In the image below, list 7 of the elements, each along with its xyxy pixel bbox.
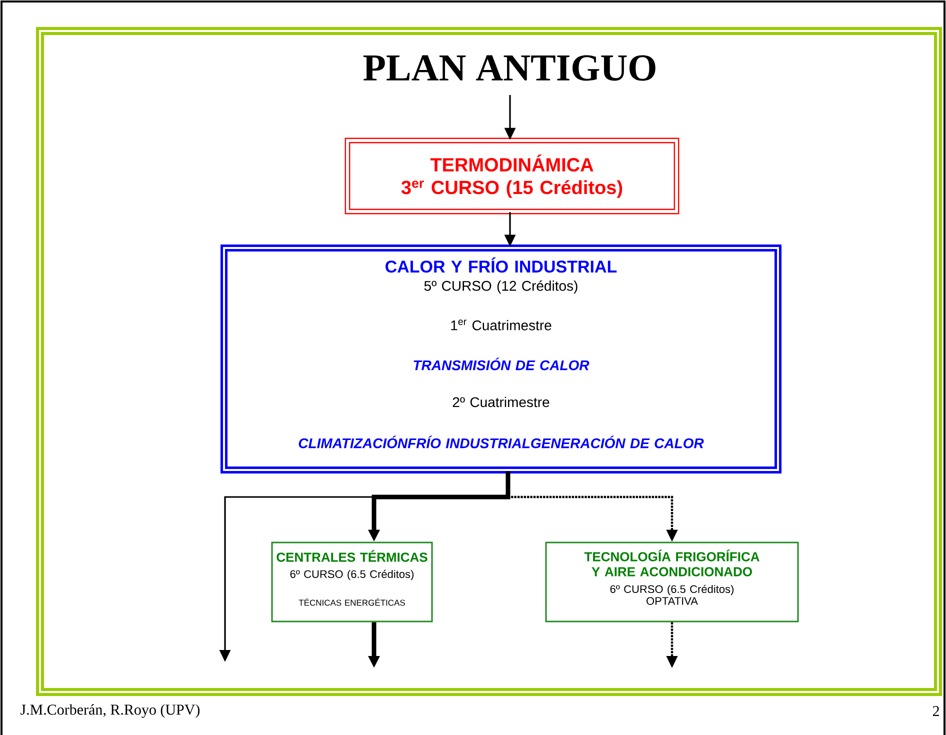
course-box: TERMODINÁMICA 3$^{er}$ CURSO (15 Créditos) (344, 138, 680, 214)
title-text: PLAN ANTIGUO (363, 55, 656, 81)
course-box: CALOR Y FRÍO INDUSTRIAL 5º CURSO (12 Créditos) 1$^{er}$ Cuatrimestre TRANSMISIÓN DE CALOR 2º Cuatrimestre CLIMATIZACIÓNFRÍO INDUSTRIALGENERACIÓN DE CALOR (220, 244, 782, 474)
page-number: 2 (932, 706, 939, 716)
course-box: TECNOLOGÍA FRIGORÍFICA Y AIRE ACONDICIONADO 6º CURSO (6.5 Créditos) OPTATIVA (545, 542, 799, 622)
author-note: J.M.Corberán, R.Royo (UPV) (20, 704, 200, 718)
course-box: CENTRALES TÉRMICAS 6º CURSO (6.5 Créditos) TÉCNICAS ENERGÉTICAS (271, 542, 433, 622)
